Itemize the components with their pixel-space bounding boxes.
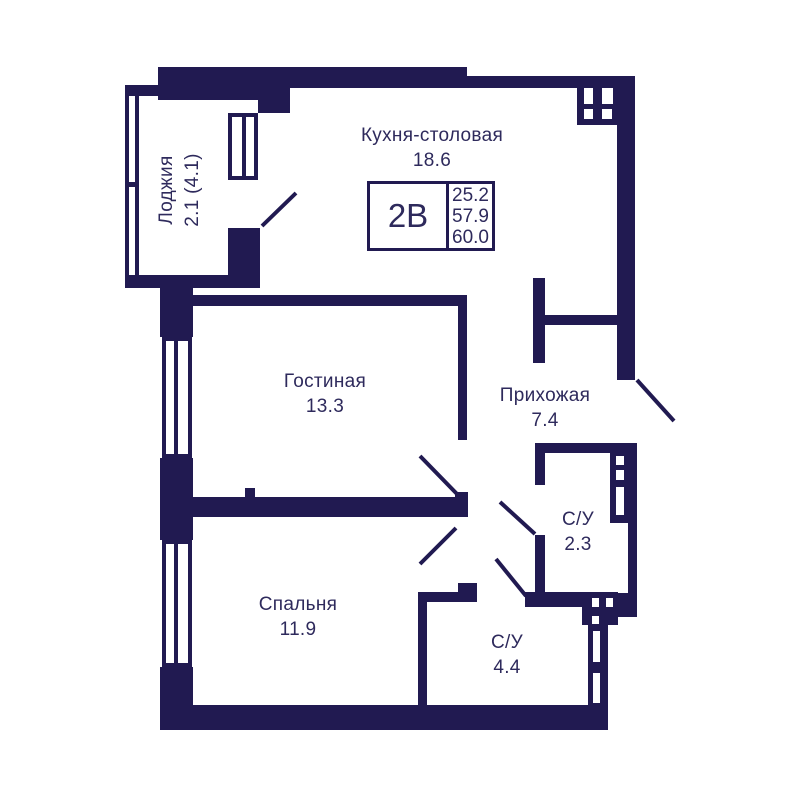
room-area: 13.3 [305,396,345,417]
room-name: С/У [491,632,523,653]
apartment-area-values: 25.2 57.9 60.0 [449,184,492,248]
room-name: С/У [562,509,594,530]
room-name: Спальня [258,594,338,615]
room-area: 2.3 [564,534,592,555]
room-label-bathroom-small: С/У 2.3 [528,507,628,557]
room-name: Гостиная [283,371,367,392]
door-swing-lines [260,191,676,598]
apartment-type-label: 2В [370,184,449,248]
room-name: Кухня-столовая [360,125,504,146]
room-label-loggia: Лоджия 2.1 (4.1) [154,90,206,290]
room-area: 11.9 [279,619,317,640]
room-name: Лоджия [156,155,177,225]
room-label-bathroom-big: С/У 4.4 [407,630,607,680]
room-label-living-room: Гостиная 13.3 [225,369,425,419]
area-value-living: 25.2 [452,184,489,206]
room-area: 4.4 [493,657,521,678]
room-label-kitchen: Кухня-столовая 18.6 [312,123,552,173]
apartment-info-box: 2В 25.2 57.9 60.0 [367,181,495,251]
room-label-bedroom: Спальня 11.9 [198,592,398,642]
room-area: 18.6 [412,150,452,171]
room-area: 7.4 [531,410,559,431]
room-label-hallway: Прихожая 7.4 [445,383,645,433]
room-area: 2.1 (4.1) [182,153,203,227]
walls [125,67,637,730]
room-name: Прихожая [499,385,591,406]
area-value-without-loggia: 57.9 [452,205,489,227]
vent-shaft-slots [584,88,624,703]
area-value-total: 60.0 [452,226,489,248]
